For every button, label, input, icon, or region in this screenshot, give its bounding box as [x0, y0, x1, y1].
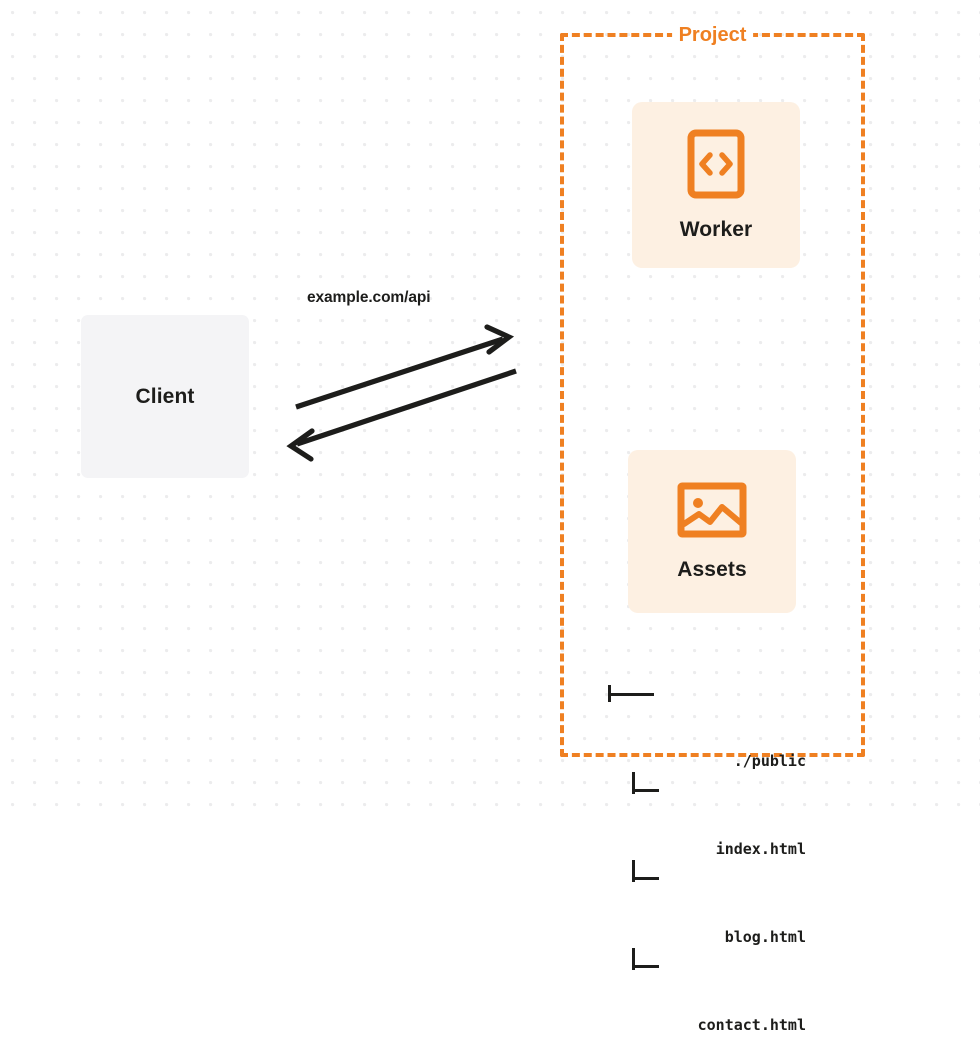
assets-node[interactable]: Assets [628, 450, 796, 613]
tree-connector-horizontal [632, 877, 659, 880]
worker-node[interactable]: Worker [632, 102, 800, 268]
tree-connector-horizontal [608, 693, 654, 696]
project-container: Project [560, 24, 865, 757]
response-arrow [286, 368, 517, 462]
file-tree-name: contact.html [697, 1016, 806, 1034]
client-label: Client [135, 384, 195, 408]
project-title: Project [671, 24, 754, 47]
file-tree-row: index.html [606, 772, 806, 858]
tree-connector-horizontal [632, 965, 659, 968]
tree-connector-horizontal [632, 789, 659, 792]
tree-connector-vertical [632, 772, 635, 794]
diagram-canvas: Client example.com/api Project Worker [0, 0, 980, 1034]
request-arrow [295, 324, 515, 410]
connection-label: example.com/api [307, 289, 431, 306]
file-tree-row: blog.html [606, 860, 806, 946]
file-tree-row: contact.html [606, 948, 806, 1034]
worker-label: Worker [679, 217, 753, 241]
file-tree-row: ./public [606, 684, 806, 770]
file-tree-name: blog.html [724, 928, 806, 946]
client-node[interactable]: Client [81, 315, 249, 478]
assets-label: Assets [677, 558, 747, 581]
file-tree: ./public index.html blog.html contact.ht… [606, 618, 806, 1034]
image-icon [677, 481, 747, 544]
file-tree-name: ./public [733, 752, 806, 770]
file-tree-name: index.html [715, 840, 806, 858]
code-brackets-icon [687, 129, 745, 204]
